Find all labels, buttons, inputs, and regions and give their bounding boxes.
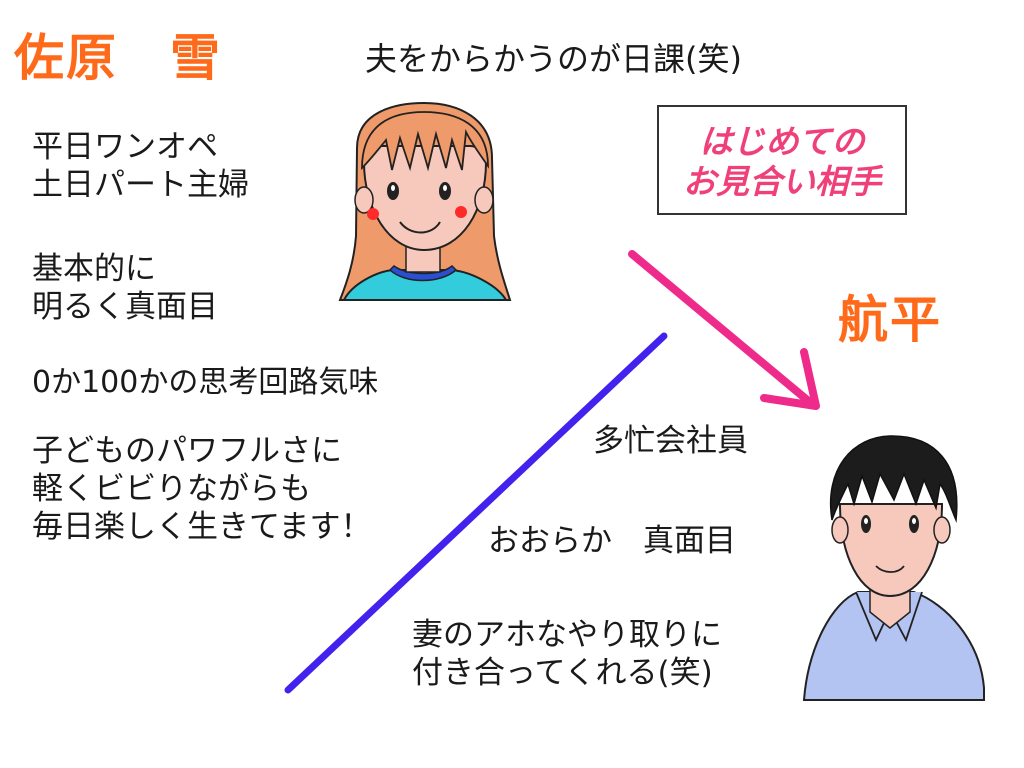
wife-trait-personality: 基本的に 明るく真面目 — [32, 251, 218, 325]
husband-name: 航平 — [838, 291, 942, 349]
wife-trait-thinking: 0か100かの思考回路気味 — [32, 365, 379, 400]
wife-trait-kids: 子どものパワフルさに 軽くビビりながらも 毎日楽しく生きてます！ — [32, 433, 372, 545]
husband-trait-work: 多忙会社員 — [593, 423, 748, 459]
wife-tagline: 夫をからかうのが日課(笑) — [365, 40, 742, 78]
wife-name: 佐原 雪 — [14, 29, 222, 87]
divider-line — [284, 332, 668, 694]
wife-portrait — [338, 101, 512, 301]
badge-line-1: はじめての — [699, 122, 865, 161]
arrow-to-husband — [628, 250, 820, 410]
husband-portrait — [802, 435, 985, 701]
husband-trait-personality: おおらか 真面目 — [488, 523, 736, 559]
wife-trait-work: 平日ワンオペ 土日パート主婦 — [32, 129, 249, 203]
husband-trait-tolerance: 妻のアホなやり取りに 付き合ってくれる(笑) — [412, 617, 722, 691]
badge-line-2: お見合い相手 — [683, 162, 881, 201]
first-omiai-badge: はじめての お見合い相手 — [657, 105, 907, 215]
